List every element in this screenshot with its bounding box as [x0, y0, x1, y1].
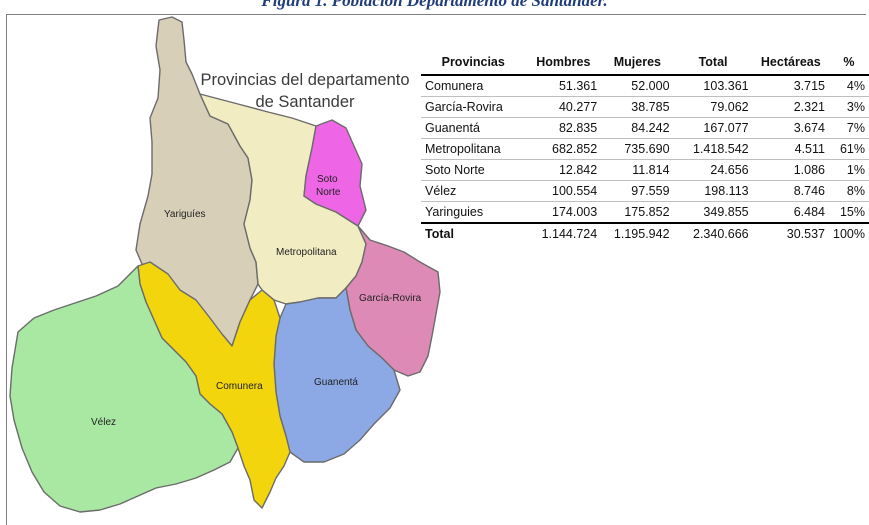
- cell-total: 198.113: [673, 180, 753, 202]
- population-table: Provincias Hombres Mujeres Total Hectáre…: [421, 52, 869, 244]
- cell-hombres: 100.554: [525, 180, 602, 202]
- cell-mujeres: 84.242: [601, 117, 674, 139]
- header-mujeres: Mujeres: [601, 52, 674, 76]
- map-title-line1: Provincias del departamento: [200, 71, 410, 89]
- table-total-row: Total 1.144.724 1.195.942 2.340.666 30.5…: [421, 222, 869, 244]
- header-provincias: Provincias: [421, 52, 526, 76]
- label-comunera: Comunera: [216, 381, 263, 392]
- label-metropolitana: Metropolitana: [276, 247, 337, 258]
- figure-frame: [6, 14, 866, 525]
- cell-hectareas: 4.511: [752, 138, 829, 160]
- region-garcia-rovira: [345, 225, 441, 377]
- table-row: Metropolitana 682.852 735.690 1.418.542 …: [421, 138, 869, 160]
- cell-total: 167.077: [673, 117, 753, 139]
- cell-provincia: Comunera: [421, 75, 526, 97]
- header-hectareas: Hectáreas: [752, 52, 829, 76]
- table-row: García-Rovira 40.277 38.785 79.062 2.321…: [421, 96, 869, 118]
- table-row: Guanentá 82.835 84.242 167.077 3.674 7%: [421, 117, 869, 139]
- cell-provincia: García-Rovira: [421, 96, 526, 118]
- label-velez: Vélez: [91, 417, 116, 428]
- cell-total-total: 2.340.666: [673, 222, 753, 244]
- cell-provincia: Vélez: [421, 180, 526, 202]
- cell-total: 349.855: [673, 201, 753, 224]
- cell-total: 103.361: [673, 75, 753, 97]
- cell-total-hectareas: 30.537: [752, 222, 829, 244]
- cell-hombres: 51.361: [525, 75, 602, 97]
- cell-provincia: Soto Norte: [421, 159, 526, 181]
- region-velez: [9, 265, 239, 513]
- table-row: Soto Norte 12.842 11.814 24.656 1.086 1%: [421, 159, 869, 181]
- cell-hectareas: 1.086: [752, 159, 829, 181]
- cell-mujeres: 38.785: [601, 96, 674, 118]
- cell-total-hombres: 1.144.724: [525, 222, 602, 244]
- header-percent: %: [828, 52, 869, 76]
- cell-hectareas: 2.321: [752, 96, 829, 118]
- table-row: Vélez 100.554 97.559 198.113 8.746 8%: [421, 180, 869, 202]
- map-title-line2: de Santander: [255, 93, 355, 111]
- cell-total: 24.656: [673, 159, 753, 181]
- region-soto-norte: [303, 119, 367, 227]
- cell-provincia: Guanentá: [421, 117, 526, 139]
- cell-hombres: 40.277: [525, 96, 602, 118]
- cell-provincia: Metropolitana: [421, 138, 526, 160]
- cell-hombres: 12.842: [525, 159, 602, 181]
- cell-total-mujeres: 1.195.942: [601, 222, 674, 244]
- cell-mujeres: 11.814: [601, 159, 674, 181]
- label-soto-norte-line1: Soto: [317, 174, 338, 185]
- table-row: Yaringuies 174.003 175.852 349.855 6.484…: [421, 201, 869, 224]
- cell-hombres: 82.835: [525, 117, 602, 139]
- cell-percent: 7%: [828, 117, 869, 139]
- cell-percent: 15%: [828, 201, 869, 224]
- label-soto-norte-line2: Norte: [316, 187, 341, 198]
- cell-percent: 4%: [828, 75, 869, 97]
- cell-mujeres: 97.559: [601, 180, 674, 202]
- label-yariguies: Yariguíes: [164, 209, 206, 220]
- cell-mujeres: 735.690: [601, 138, 674, 160]
- cell-hectareas: 3.715: [752, 75, 829, 97]
- cell-hombres: 174.003: [525, 201, 602, 224]
- header-hombres: Hombres: [525, 52, 602, 76]
- figure-caption: Figura 1. Población Departamento de Sant…: [261, 0, 608, 10]
- header-total: Total: [673, 52, 753, 76]
- cell-percent: 61%: [828, 138, 869, 160]
- cell-hombres: 682.852: [525, 138, 602, 160]
- cell-mujeres: 52.000: [601, 75, 674, 97]
- map-title: Provincias del departamento de Santander: [185, 69, 425, 113]
- cell-percent: 3%: [828, 96, 869, 118]
- cell-total: 79.062: [673, 96, 753, 118]
- cell-mujeres: 175.852: [601, 201, 674, 224]
- cell-provincia: Yaringuies: [421, 201, 526, 224]
- label-garcia-rovira: García-Rovira: [359, 293, 422, 304]
- table-row: Comunera 51.361 52.000 103.361 3.715 4%: [421, 75, 869, 97]
- label-guaneta: Guanentá: [314, 377, 358, 388]
- cell-hectareas: 8.746: [752, 180, 829, 202]
- cell-total: 1.418.542: [673, 138, 753, 160]
- cell-hectareas: 6.484: [752, 201, 829, 224]
- table-header-row: Provincias Hombres Mujeres Total Hectáre…: [421, 52, 869, 76]
- cell-hectareas: 3.674: [752, 117, 829, 139]
- cell-percent: 8%: [828, 180, 869, 202]
- cell-total-percent: 100%: [828, 222, 869, 244]
- cell-percent: 1%: [828, 159, 869, 181]
- cell-total-label: Total: [421, 222, 526, 244]
